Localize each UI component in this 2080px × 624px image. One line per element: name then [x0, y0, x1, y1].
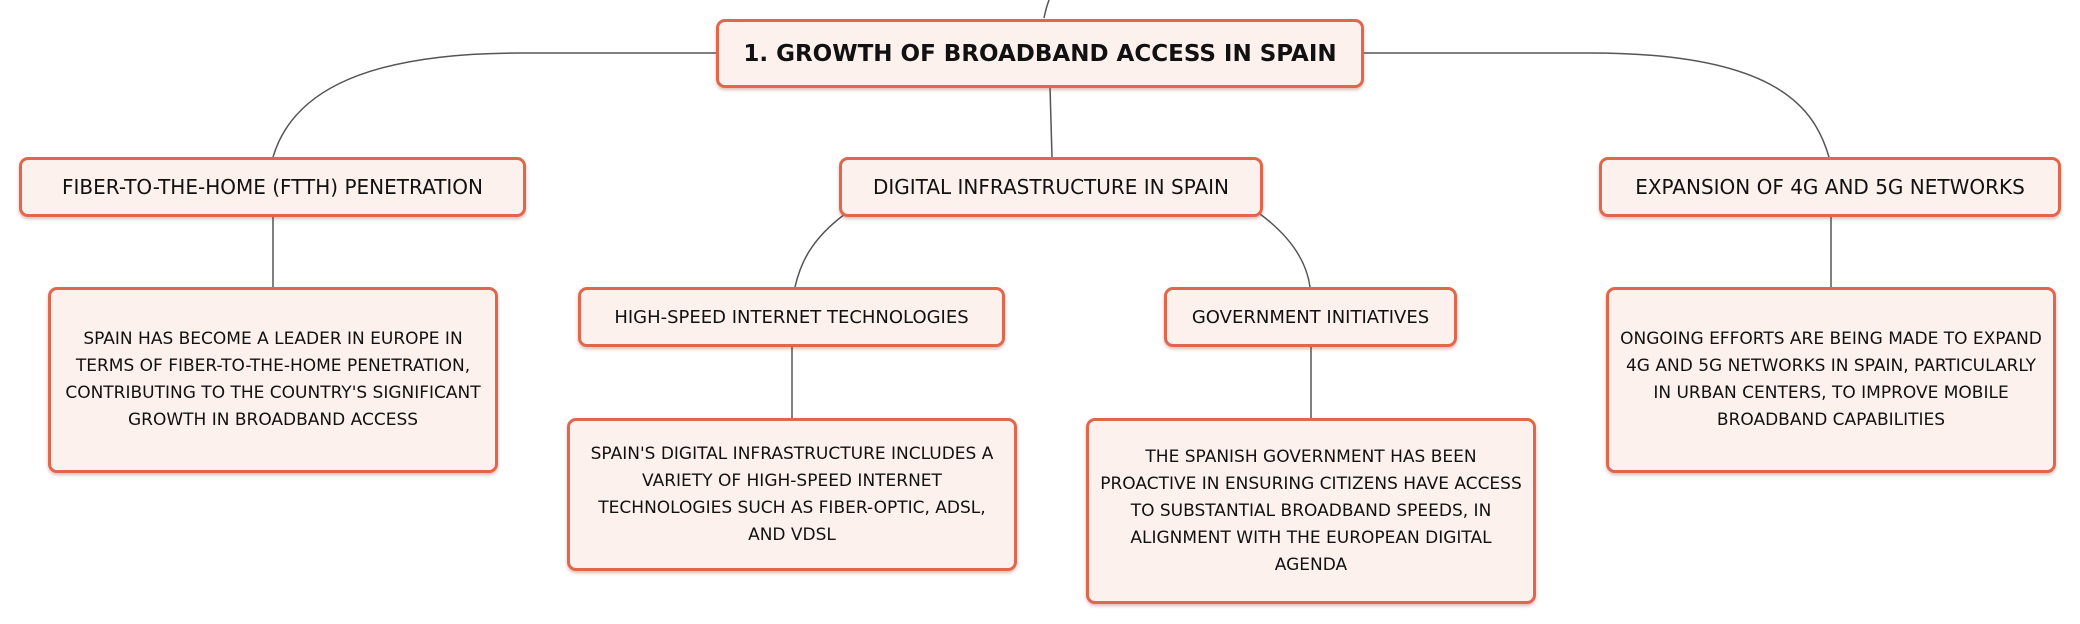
branch-node-digital-infrastructure[interactable]: DIGITAL INFRASTRUCTURE IN SPAIN — [839, 157, 1263, 217]
subtopic-node-government-initiatives[interactable]: GOVERNMENT INITIATIVES — [1164, 287, 1457, 347]
root-topic-node[interactable]: 1. GROWTH OF BROADBAND ACCESS IN SPAIN — [716, 19, 1364, 88]
connector-root-digital — [1049, 86, 1053, 158]
detail-node-ftth-penetration[interactable]: SPAIN HAS BECOME A LEADER IN EUROPE IN T… — [48, 287, 498, 473]
connector-root-ftth — [272, 52, 717, 158]
branch-node-4g-5g-expansion[interactable]: EXPANSION OF 4G AND 5G NETWORKS — [1599, 157, 2061, 217]
subtopic-node-high-speed-internet[interactable]: HIGH-SPEED INTERNET TECHNOLOGIES — [578, 287, 1005, 347]
connector-to-parent — [1043, 0, 1050, 19]
connector-digital-government — [1259, 213, 1311, 288]
detail-node-4g-5g-expansion[interactable]: ONGOING EFFORTS ARE BEING MADE TO EXPAND… — [1606, 287, 2056, 473]
connector-root-networks — [1364, 52, 1830, 158]
connector-digital-highspeed — [794, 213, 846, 288]
detail-node-government-initiatives[interactable]: THE SPANISH GOVERNMENT HAS BEEN PROACTIV… — [1086, 418, 1536, 604]
detail-node-high-speed-internet[interactable]: SPAIN'S DIGITAL INFRASTRUCTURE INCLUDES … — [567, 418, 1017, 571]
branch-node-ftth-penetration[interactable]: FIBER-TO-THE-HOME (FTTH) PENETRATION — [19, 157, 526, 217]
